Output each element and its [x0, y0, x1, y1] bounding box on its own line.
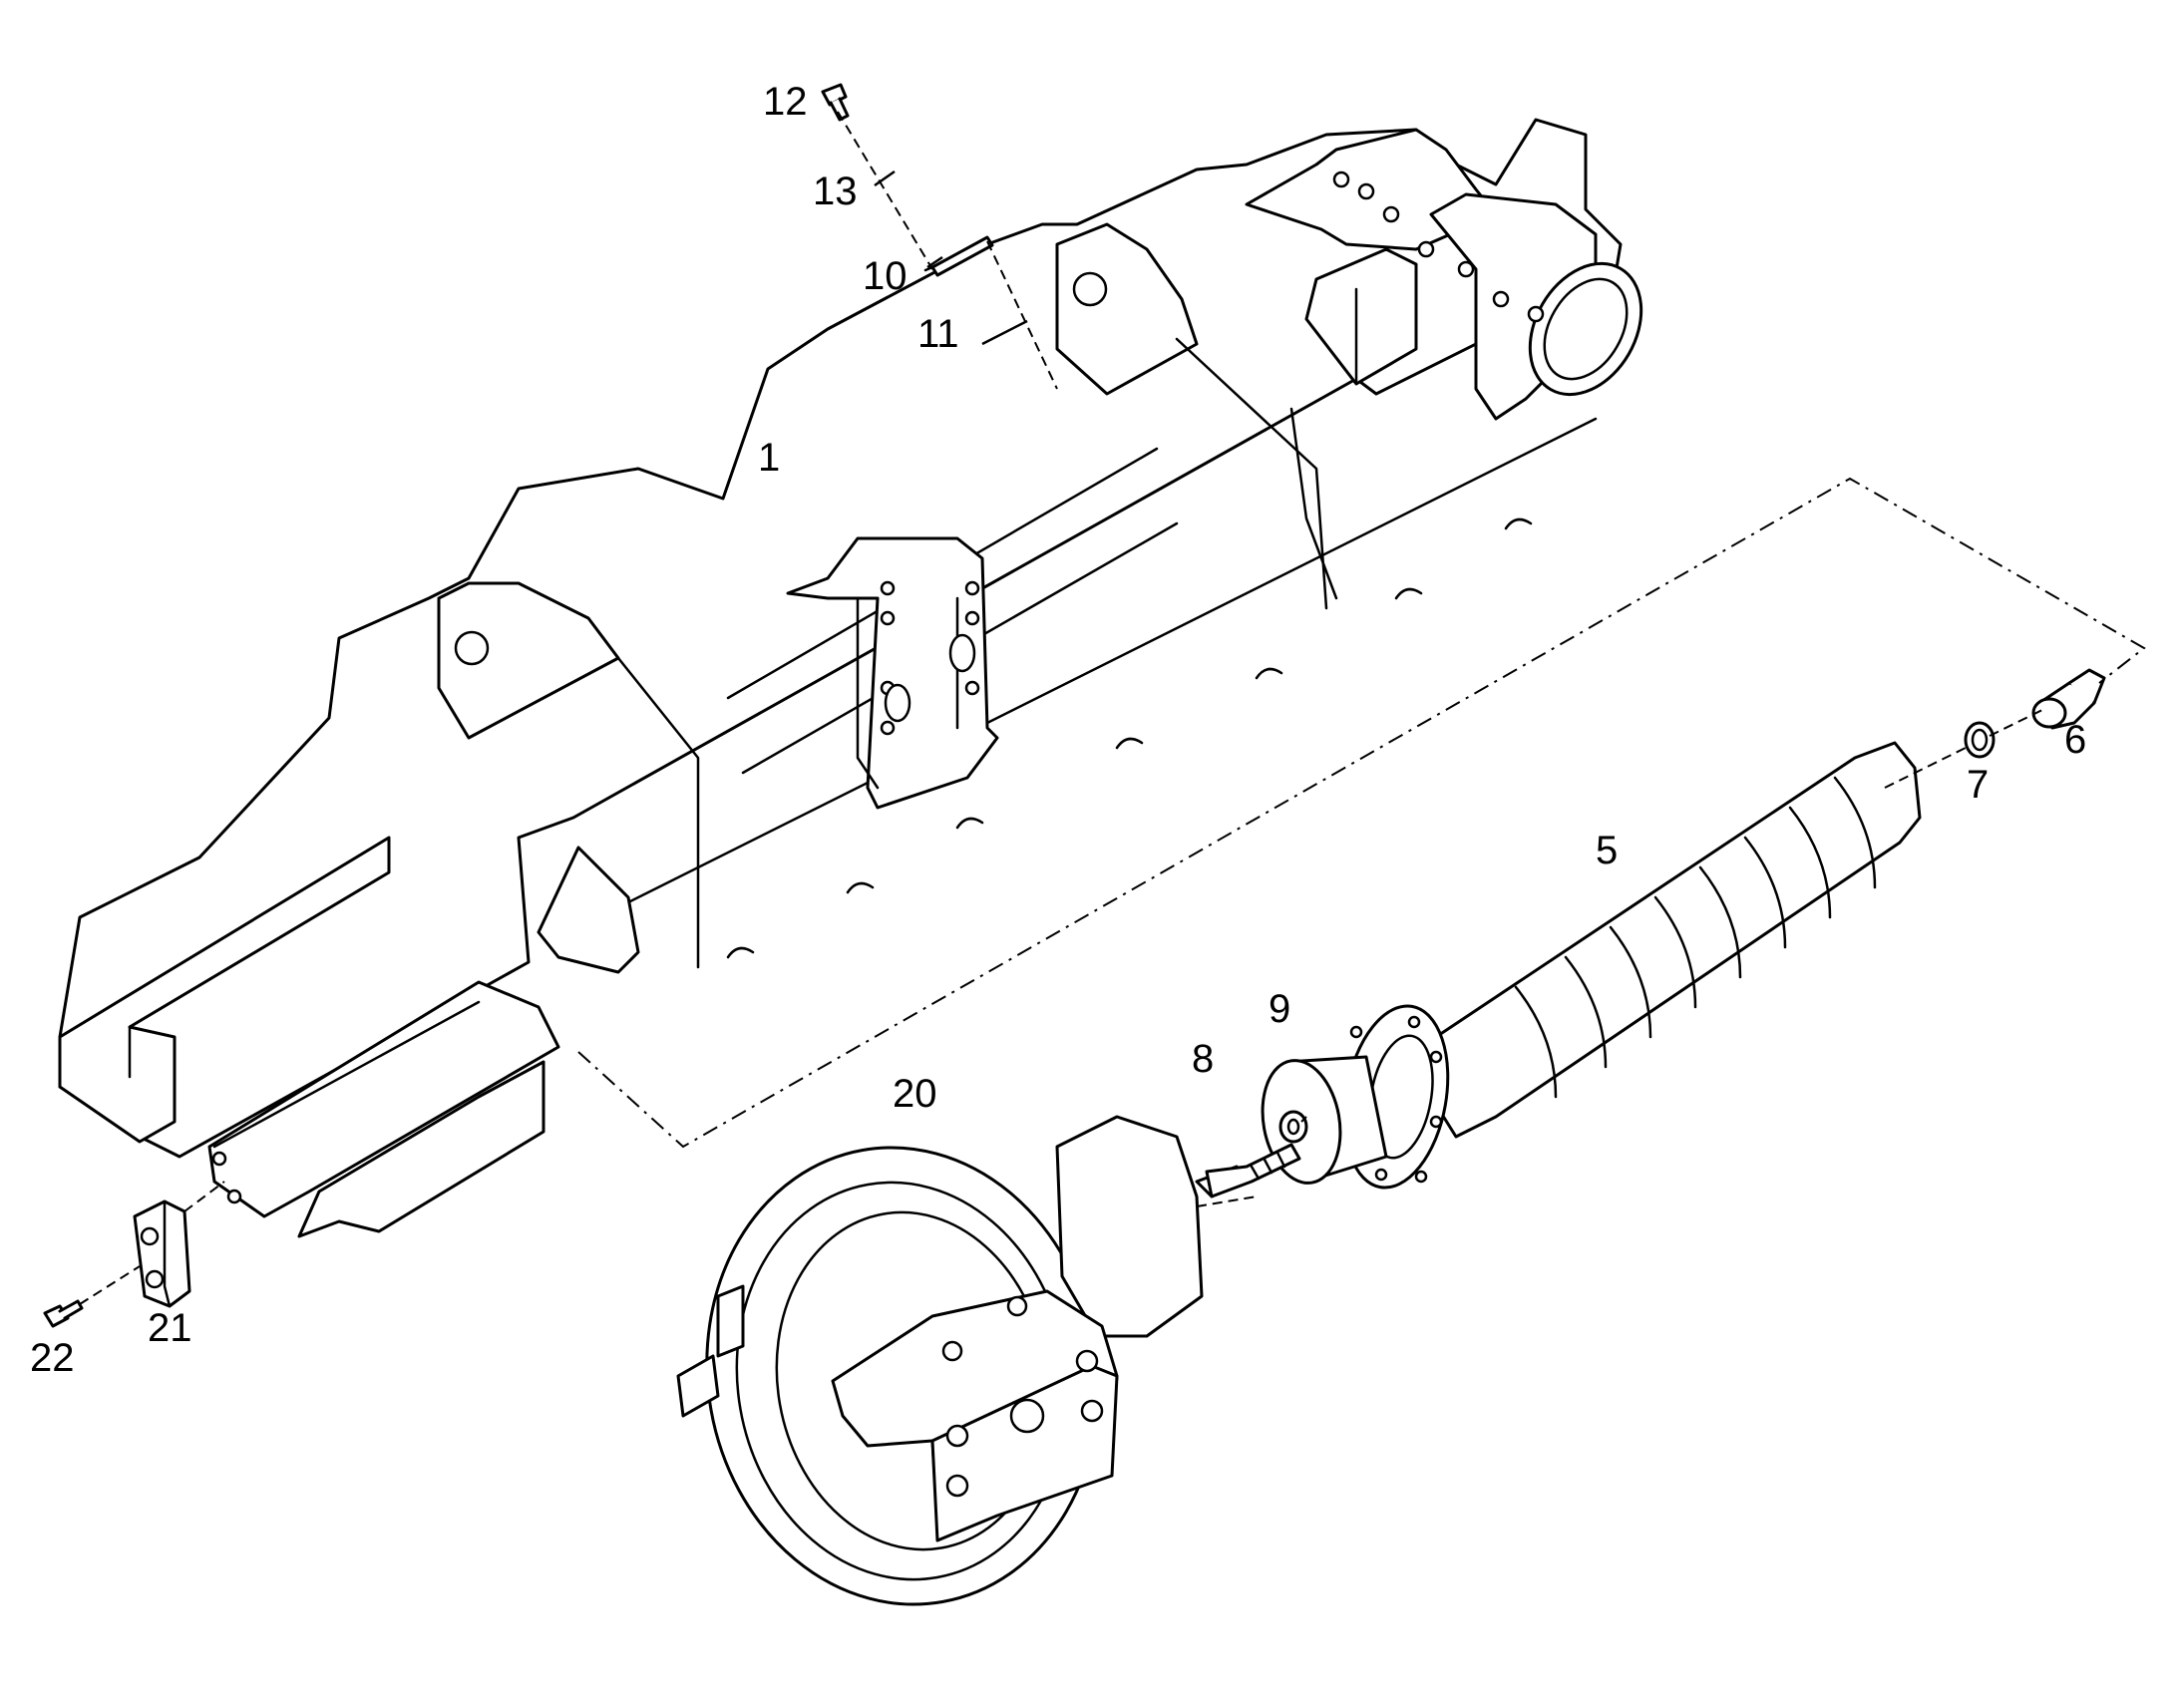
callout-21: 21: [148, 1306, 192, 1350]
callout-8: 8: [1192, 1037, 1214, 1081]
seal-ring: [1964, 721, 1996, 759]
callout-20: 20: [893, 1072, 937, 1116]
callout-1: 1: [758, 436, 780, 480]
callout-5: 5: [1596, 829, 1618, 872]
recoil-spring: [1261, 741, 1922, 1190]
lifting-lug-hole-left: [454, 630, 490, 666]
screw-12: [821, 83, 850, 122]
grease-fitting: [2031, 668, 2106, 730]
lifting-lug-hole-right: [1072, 271, 1108, 307]
callout-6: 6: [2064, 718, 2086, 762]
callouts: 1 5 6 7 8 9 10 11 12 13 20 21 22: [30, 80, 2086, 1380]
leader-lines: [79, 111, 2146, 1305]
block-21: [133, 1199, 191, 1308]
callout-11: 11: [917, 312, 959, 356]
bolt-22: [43, 1299, 84, 1328]
track-frame: [58, 118, 1643, 1238]
idler-wheel: [676, 1115, 1204, 1606]
callout-12: 12: [763, 80, 808, 124]
callout-10: 10: [863, 254, 908, 298]
callout-7: 7: [1967, 763, 1989, 807]
washer-9: [1278, 1110, 1308, 1144]
callout-9: 9: [1269, 987, 1290, 1031]
bolt-8: [1195, 1143, 1301, 1198]
callout-13: 13: [813, 170, 858, 213]
callout-22: 22: [30, 1336, 75, 1380]
